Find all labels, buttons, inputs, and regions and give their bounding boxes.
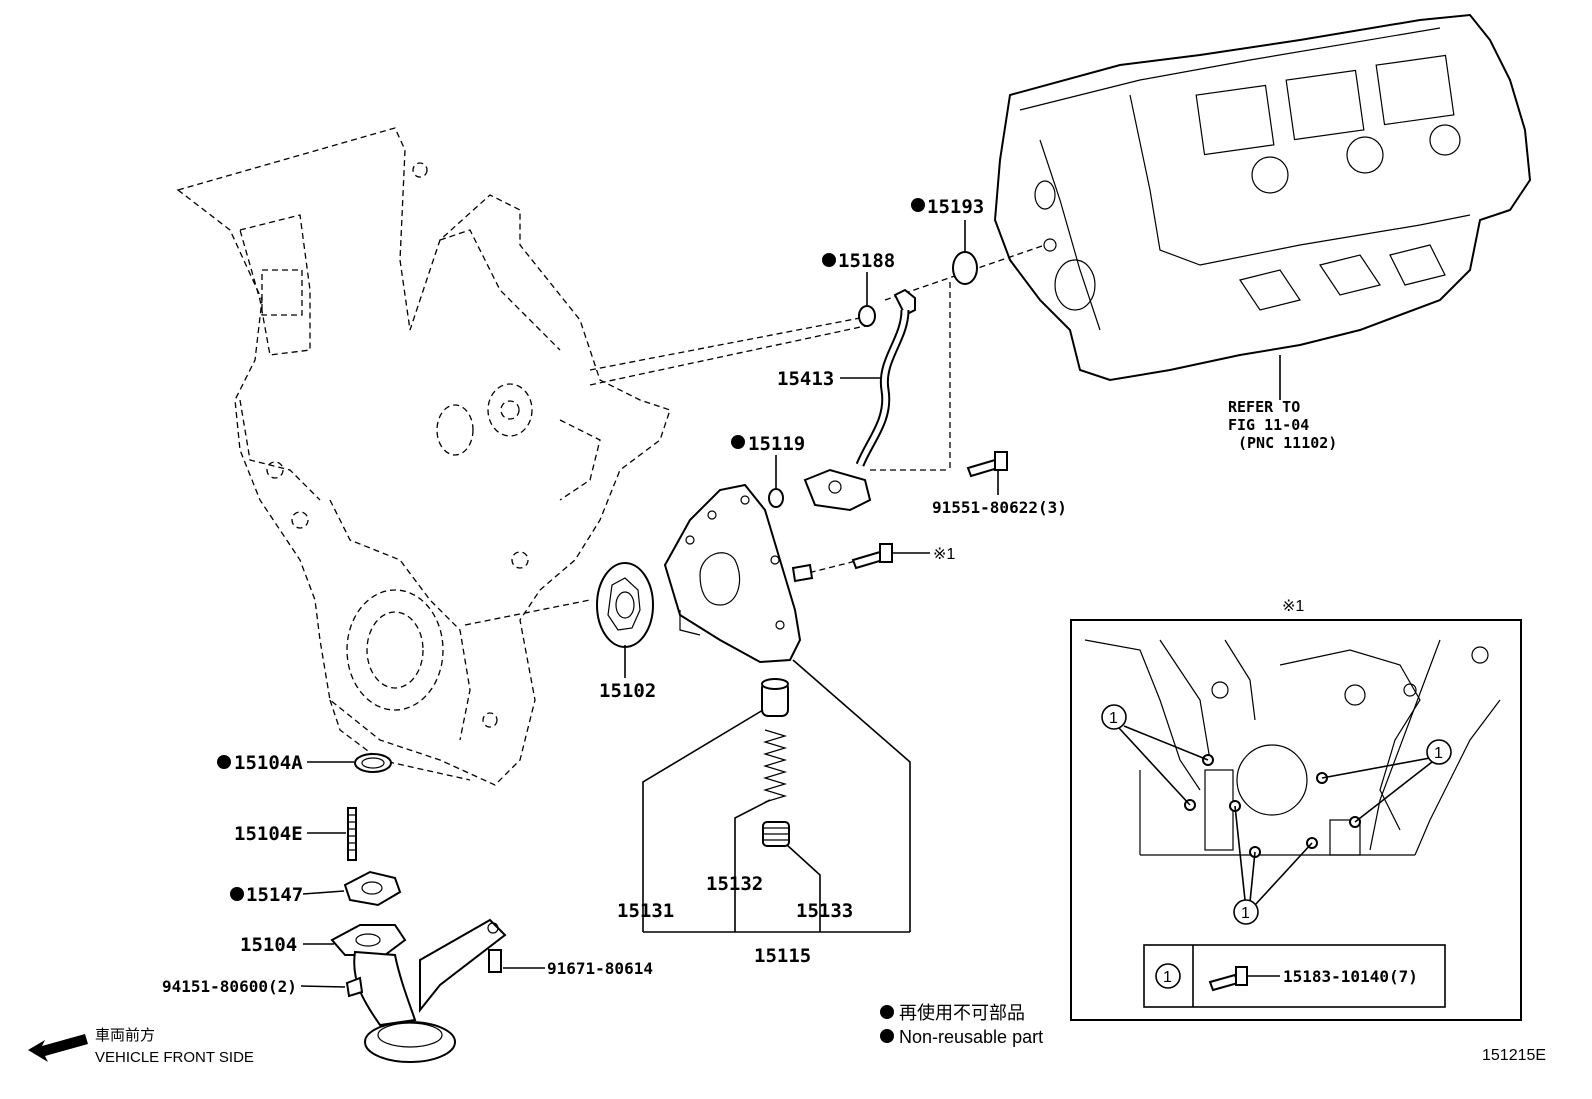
- oil-pump-rotor: [596, 562, 654, 648]
- front-arrow-icon: [28, 1034, 88, 1062]
- front-en: VEHICLE FRONT SIDE: [95, 1049, 254, 1066]
- label-15131: 15131: [617, 900, 674, 922]
- label-15104e: 15104E: [234, 823, 303, 845]
- cylinder-block: [993, 13, 1532, 382]
- legend-jp: 再使用不可部品: [899, 1003, 1025, 1023]
- inset-table-callout: 1: [1163, 969, 1172, 986]
- timing-chain-cover: [176, 127, 671, 786]
- inset-callout-right: 1: [1434, 745, 1443, 762]
- refer-line-2: FIG 11-04: [1228, 416, 1309, 434]
- oil-pump-body: [663, 483, 814, 664]
- label-15115: 15115: [754, 945, 811, 967]
- figure-number: 151215E: [1482, 1047, 1546, 1064]
- inset-title: ※1: [1282, 598, 1304, 615]
- refer-line-3: (PNC 11102): [1238, 434, 1337, 452]
- label-15104: 15104: [240, 934, 297, 956]
- oil-strainer: [330, 753, 507, 1063]
- front-jp: 車両前方: [95, 1027, 155, 1044]
- inset-callout-bottom: 1: [1241, 905, 1250, 922]
- label-15133: 15133: [796, 900, 853, 922]
- label-91551-80622: 91551-80622(3): [932, 498, 1067, 517]
- legend-en: Non-reusable part: [899, 1027, 1043, 1047]
- label-15413: 15413: [777, 368, 834, 390]
- label-94151-80600: 94151-80600(2): [162, 977, 297, 996]
- label-15104a: 15104A: [234, 752, 303, 774]
- refer-line-1: REFER TO: [1228, 398, 1300, 416]
- bolt-note1: [851, 543, 930, 570]
- relief-valve: [761, 678, 790, 847]
- label-15119: 15119: [748, 433, 805, 455]
- label-15188: 15188: [838, 250, 895, 272]
- label-15193: 15193: [927, 196, 984, 218]
- part-leaders: [775, 220, 966, 488]
- bolt-91551: [966, 451, 1008, 495]
- label-15132: 15132: [706, 873, 763, 895]
- inset-callout-left: 1: [1109, 710, 1118, 727]
- strainer-leaders: [300, 761, 545, 988]
- label-91671-80614: 91671-80614: [547, 959, 653, 978]
- non-reusable-markers: [217, 198, 925, 1043]
- label-15102: 15102: [599, 680, 656, 702]
- relief-valve-leaders: [642, 659, 911, 933]
- label-note1: ※1: [933, 546, 955, 563]
- label-15147: 15147: [246, 884, 303, 906]
- inset-view: [1070, 619, 1522, 1021]
- inset-bolt-part: 15183-10140(7): [1283, 967, 1418, 986]
